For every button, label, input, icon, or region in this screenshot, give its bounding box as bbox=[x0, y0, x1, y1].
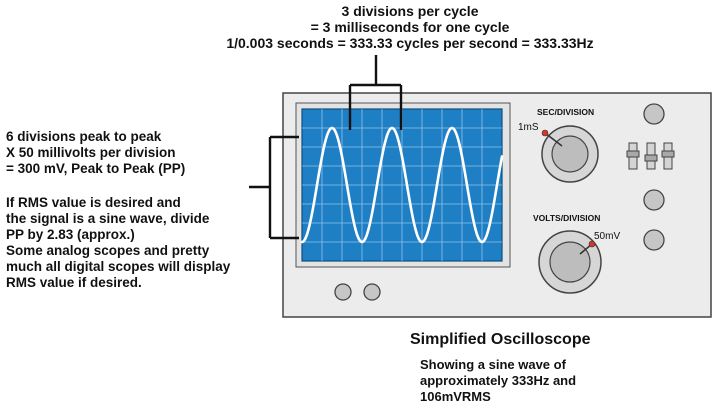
peak-note-line-3: = 300 mV, Peak to Peak (PP) bbox=[6, 161, 186, 176]
peak-note-line-1: 6 divisions peak to peak bbox=[6, 129, 162, 144]
peak-bracket bbox=[249, 135, 299, 240]
rms-note-line-4: Some analog scopes and pretty bbox=[6, 243, 210, 258]
volts-division-label: VOLTS/DIVISION bbox=[533, 213, 601, 223]
rms-note-line-2: the signal is a sine wave, divide bbox=[6, 211, 210, 226]
mid-right-button bbox=[643, 189, 665, 211]
peak-note-line-2: X 50 millivolts per division bbox=[6, 145, 176, 160]
volts-division-pointer-dot bbox=[588, 240, 596, 248]
cycle-bracket bbox=[348, 55, 403, 130]
rms-note-line-5: much all digital scopes will display bbox=[6, 259, 231, 274]
caption-line-2: approximately 333Hz and bbox=[420, 373, 577, 388]
sec-division-value: 1mS bbox=[518, 122, 539, 133]
sec-division-pointer-dot bbox=[541, 129, 549, 137]
screen-grid bbox=[302, 109, 502, 261]
top-annotation-line-3: 1/0.003 seconds = 333.33 cycles per seco… bbox=[226, 35, 594, 51]
bottom-left-button-1 bbox=[334, 283, 352, 301]
top-right-button bbox=[643, 103, 665, 125]
volts-division-value: 50mV bbox=[594, 231, 621, 242]
bottom-left-button-2 bbox=[363, 283, 381, 301]
sec-division-knob bbox=[541, 125, 599, 183]
sine-trace bbox=[300, 126, 504, 244]
slider-switches bbox=[626, 142, 675, 170]
sec-division-label: SEC/DIVISION bbox=[537, 107, 595, 117]
rms-note-line-3: PP by 2.83 (approx.) bbox=[6, 227, 135, 242]
lower-right-button bbox=[643, 229, 665, 251]
diagram-title: Simplified Oscilloscope bbox=[410, 331, 591, 348]
caption-line-3: 106mVRMS bbox=[420, 389, 491, 404]
rms-note-line-6: RMS value if desired. bbox=[6, 275, 142, 290]
top-annotation-line-2: = 3 milliseconds for one cycle bbox=[310, 19, 510, 35]
volts-division-knob bbox=[538, 230, 602, 294]
caption-line-1: Showing a sine wave of bbox=[420, 357, 566, 372]
top-annotation-line-1: 3 divisions per cycle bbox=[341, 3, 479, 19]
rms-note-line-1: If RMS value is desired and bbox=[6, 195, 181, 210]
